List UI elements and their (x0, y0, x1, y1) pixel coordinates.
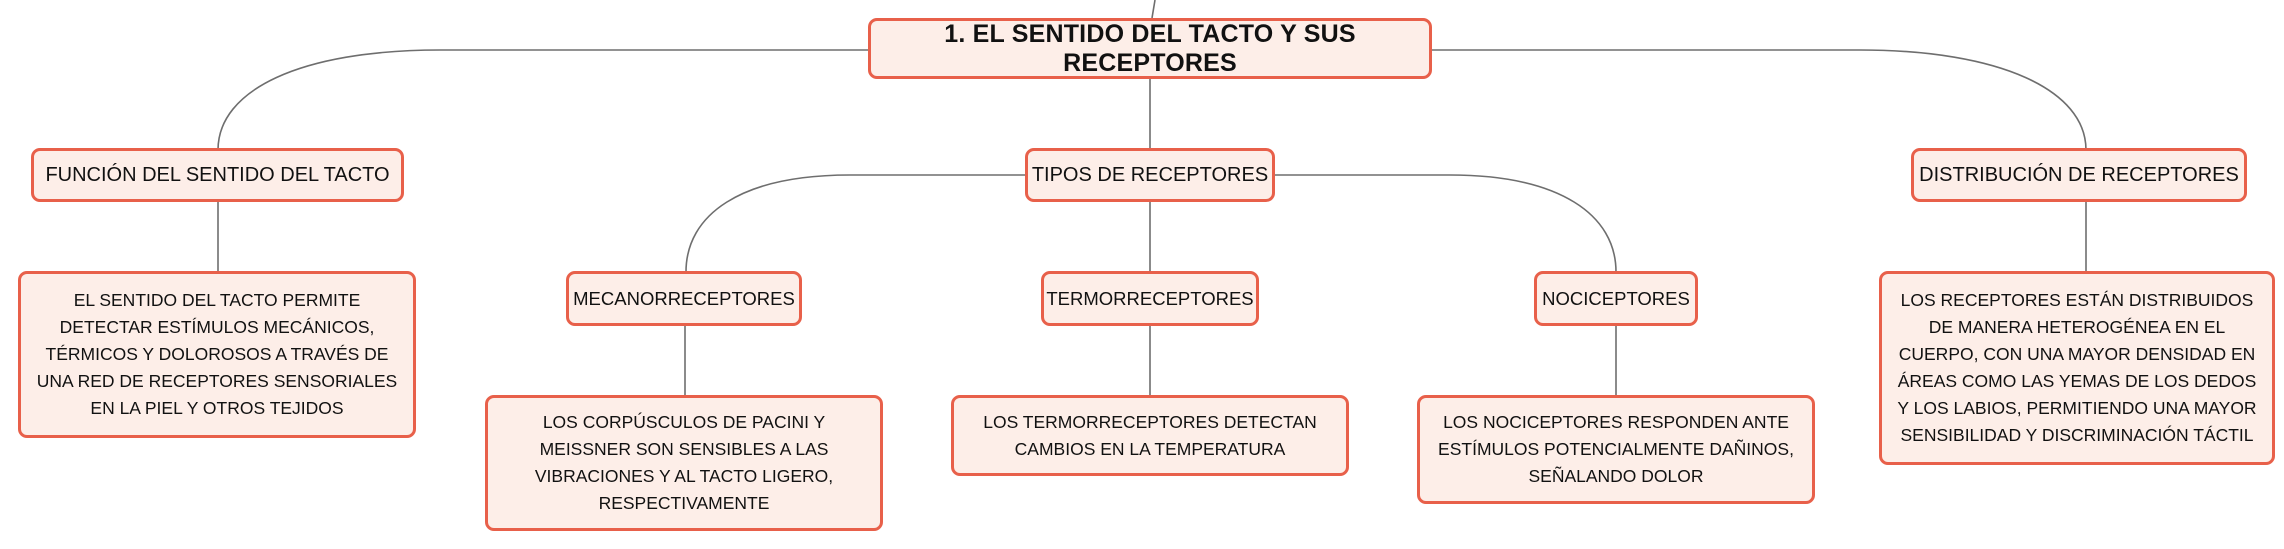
topic-distribucion[interactable]: DISTRIBUCIÓN DE RECEPTORES (1911, 148, 2247, 202)
detail-mecanorreceptores-text: LOS CORPÚSCULOS DE PACINI Y MEISSNER SON… (534, 412, 834, 513)
connector-tipos-noci (1273, 174, 1617, 273)
topic-tipos[interactable]: TIPOS DE RECEPTORES (1025, 148, 1275, 202)
topic-nociceptores[interactable]: NOCICEPTORES (1534, 271, 1698, 326)
topic-funcion-label: FUNCIÓN DEL SENTIDO DEL TACTO (45, 163, 390, 186)
detail-distribucion[interactable]: LOS RECEPTORES ESTÁN DISTRIBUIDOS DE MAN… (1879, 271, 2275, 465)
topic-mecanorreceptores-label: MECANORRECEPTORES (573, 287, 795, 309)
topic-funcion[interactable]: FUNCIÓN DEL SENTIDO DEL TACTO (31, 148, 404, 202)
detail-distribucion-text: LOS RECEPTORES ESTÁN DISTRIBUIDOS DE MAN… (1897, 290, 2257, 445)
detail-funcion[interactable]: EL SENTIDO DEL TACTO PERMITE DETECTAR ES… (18, 271, 416, 438)
connector-root-funcion (217, 49, 868, 151)
detail-mecanorreceptores[interactable]: LOS CORPÚSCULOS DE PACINI Y MEISSNER SON… (485, 395, 883, 531)
detail-nociceptores-text: LOS NOCICEPTORES RESPONDEN ANTE ESTÍMULO… (1438, 412, 1794, 486)
detail-nociceptores[interactable]: LOS NOCICEPTORES RESPONDEN ANTE ESTÍMULO… (1417, 395, 1815, 504)
topic-termorreceptores[interactable]: TERMORRECEPTORES (1041, 271, 1259, 326)
connector-tipos-mecano (685, 174, 1027, 273)
connector-root-parent (1151, 0, 1156, 19)
detail-funcion-text: EL SENTIDO DEL TACTO PERMITE DETECTAR ES… (36, 290, 398, 418)
topic-mecanorreceptores[interactable]: MECANORRECEPTORES (566, 271, 802, 326)
detail-termorreceptores[interactable]: LOS TERMORRECEPTORES DETECTAN CAMBIOS EN… (951, 395, 1349, 476)
connector-root-distribucion (1432, 49, 2087, 151)
detail-termorreceptores-text: LOS TERMORRECEPTORES DETECTAN CAMBIOS EN… (983, 411, 1317, 459)
topic-nociceptores-label: NOCICEPTORES (1542, 287, 1690, 309)
root-topic-label: 1. EL SENTIDO DEL TACTO Y SUS RECEPTORES (944, 19, 1356, 77)
root-topic[interactable]: 1. EL SENTIDO DEL TACTO Y SUS RECEPTORES (868, 18, 1432, 79)
topic-termorreceptores-label: TERMORRECEPTORES (1046, 287, 1254, 309)
topic-tipos-label: TIPOS DE RECEPTORES (1031, 163, 1269, 186)
topic-distribucion-label: DISTRIBUCIÓN DE RECEPTORES (1919, 163, 2239, 186)
